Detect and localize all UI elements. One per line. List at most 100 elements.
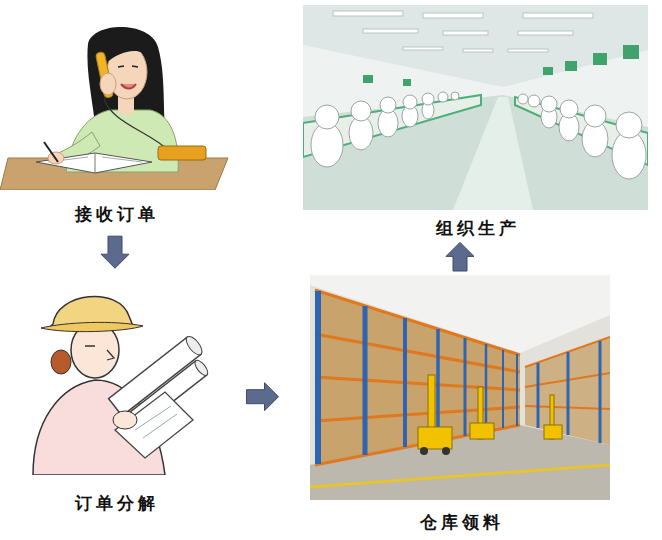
caption-row: 组织生产	[303, 218, 648, 238]
factory-photo	[303, 5, 648, 210]
process-step: 组织生产	[303, 5, 648, 238]
operator-illustration	[0, 22, 230, 190]
factory-photo-part	[380, 97, 396, 113]
warehouse-photo-part	[315, 407, 520, 421]
planner-illustration-part	[85, 346, 114, 360]
warehouse-photo-part	[418, 427, 452, 449]
factory-photo-part	[351, 101, 371, 121]
factory-photo-part	[518, 94, 528, 104]
planner-illustration-part	[41, 322, 143, 331]
operator-illustration-part	[121, 84, 136, 89]
factory-photo-part	[443, 31, 488, 35]
factory-photo-part	[543, 67, 553, 75]
operator-illustration-part	[104, 98, 168, 150]
flow-arrow	[446, 242, 474, 271]
factory-photo-part	[623, 45, 639, 59]
warehouse-photo-part	[464, 338, 467, 436]
warehouse-photo-part	[403, 318, 407, 447]
factory-photo-part	[541, 96, 557, 112]
planner-illustration-part	[143, 414, 177, 438]
factory-photo-part	[438, 92, 448, 102]
factory-photo-part	[616, 112, 642, 138]
factory-photo-part	[315, 105, 339, 129]
factory-photo-part	[528, 95, 540, 107]
step-caption: 组织生产	[432, 218, 520, 238]
warehouse-photo-part	[315, 290, 520, 465]
factory-photo-part	[303, 5, 648, 87]
factory-photo-part	[303, 5, 648, 210]
operator-illustration-part	[44, 142, 58, 162]
process-step: 仓库领料	[310, 275, 610, 532]
factory-photo-part	[518, 31, 573, 35]
factory-photo-part	[508, 49, 548, 52]
factory-photo-part	[453, 97, 533, 210]
factory-photo-part	[363, 29, 418, 33]
planner-illustration	[15, 280, 215, 475]
step-caption: 仓库领料	[416, 512, 504, 532]
factory-photo-part	[403, 95, 417, 109]
step-caption: 接收订单	[71, 204, 159, 224]
caption-row: 接收订单	[0, 204, 230, 224]
warehouse-photo-part	[537, 363, 540, 428]
warehouse-photo-part	[502, 350, 504, 428]
factory-photo-part	[422, 93, 434, 105]
warehouse-photo-part	[442, 447, 450, 455]
warehouse-photo-part	[315, 334, 520, 372]
factory-photo-part	[423, 13, 483, 18]
warehouse-photo-part	[516, 354, 518, 426]
planner-illustration-part	[193, 358, 210, 377]
factory-photo-part	[363, 45, 639, 86]
operator-illustration-part	[158, 146, 206, 160]
operator-illustration-part	[102, 157, 142, 162]
warehouse-photo-part	[436, 329, 440, 441]
caption-row: 订单分解	[15, 493, 215, 513]
factory-photo-part	[303, 95, 648, 210]
process-step: 接收订单	[0, 22, 230, 224]
factory-photo-part	[333, 11, 593, 52]
step-caption: 订单分解	[71, 493, 159, 513]
warehouse-photo-part	[310, 465, 610, 487]
warehouse-photo-part	[538, 341, 600, 443]
warehouse-photo-part	[315, 291, 321, 464]
process-step: 订单分解	[15, 280, 215, 513]
factory-photo-part	[593, 53, 607, 65]
warehouse-photo-part	[544, 425, 562, 439]
factory-photo-part	[565, 61, 577, 71]
warehouse-photo-part	[485, 344, 488, 432]
warehouse-photo-part	[470, 423, 494, 439]
warehouse-photo-part	[318, 291, 517, 464]
factory-photo-part	[403, 47, 443, 50]
flow-arrow	[247, 383, 279, 411]
warehouse-photo-part	[567, 352, 570, 435]
factory-photo-part	[451, 92, 459, 100]
warehouse-photo-part	[363, 306, 368, 455]
factory-photo-part	[363, 75, 373, 83]
operator-illustration-part	[95, 153, 96, 173]
planner-illustration-part	[51, 350, 71, 374]
factory-photo-part	[311, 123, 343, 167]
warehouse-photo-part	[310, 275, 610, 500]
warehouse-photo-part	[525, 337, 610, 445]
factory-photo-part	[463, 49, 493, 52]
planner-illustration-part	[113, 411, 137, 429]
factory-photo-part	[584, 105, 606, 127]
warehouse-photo	[310, 275, 610, 500]
operator-illustration-part	[105, 41, 150, 64]
warehouse-photo-part	[599, 341, 602, 443]
warehouse-photo-part	[420, 447, 428, 455]
factory-photo-part	[523, 13, 593, 18]
factory-photo-part	[333, 11, 403, 16]
factory-photo-part	[560, 100, 578, 118]
flow-arrow	[101, 236, 129, 268]
operator-illustration-part	[100, 73, 116, 95]
warehouse-photo-part	[315, 290, 520, 465]
factory-photo-part	[311, 92, 646, 179]
planner-illustration-part	[183, 334, 204, 357]
operator-illustration-part	[118, 66, 138, 67]
caption-row: 仓库领料	[310, 512, 610, 532]
planner-illustration-part	[135, 406, 171, 430]
warehouse-photo-part	[315, 290, 520, 355]
factory-photo-part	[403, 79, 411, 86]
warehouse-photo-part	[315, 377, 520, 390]
